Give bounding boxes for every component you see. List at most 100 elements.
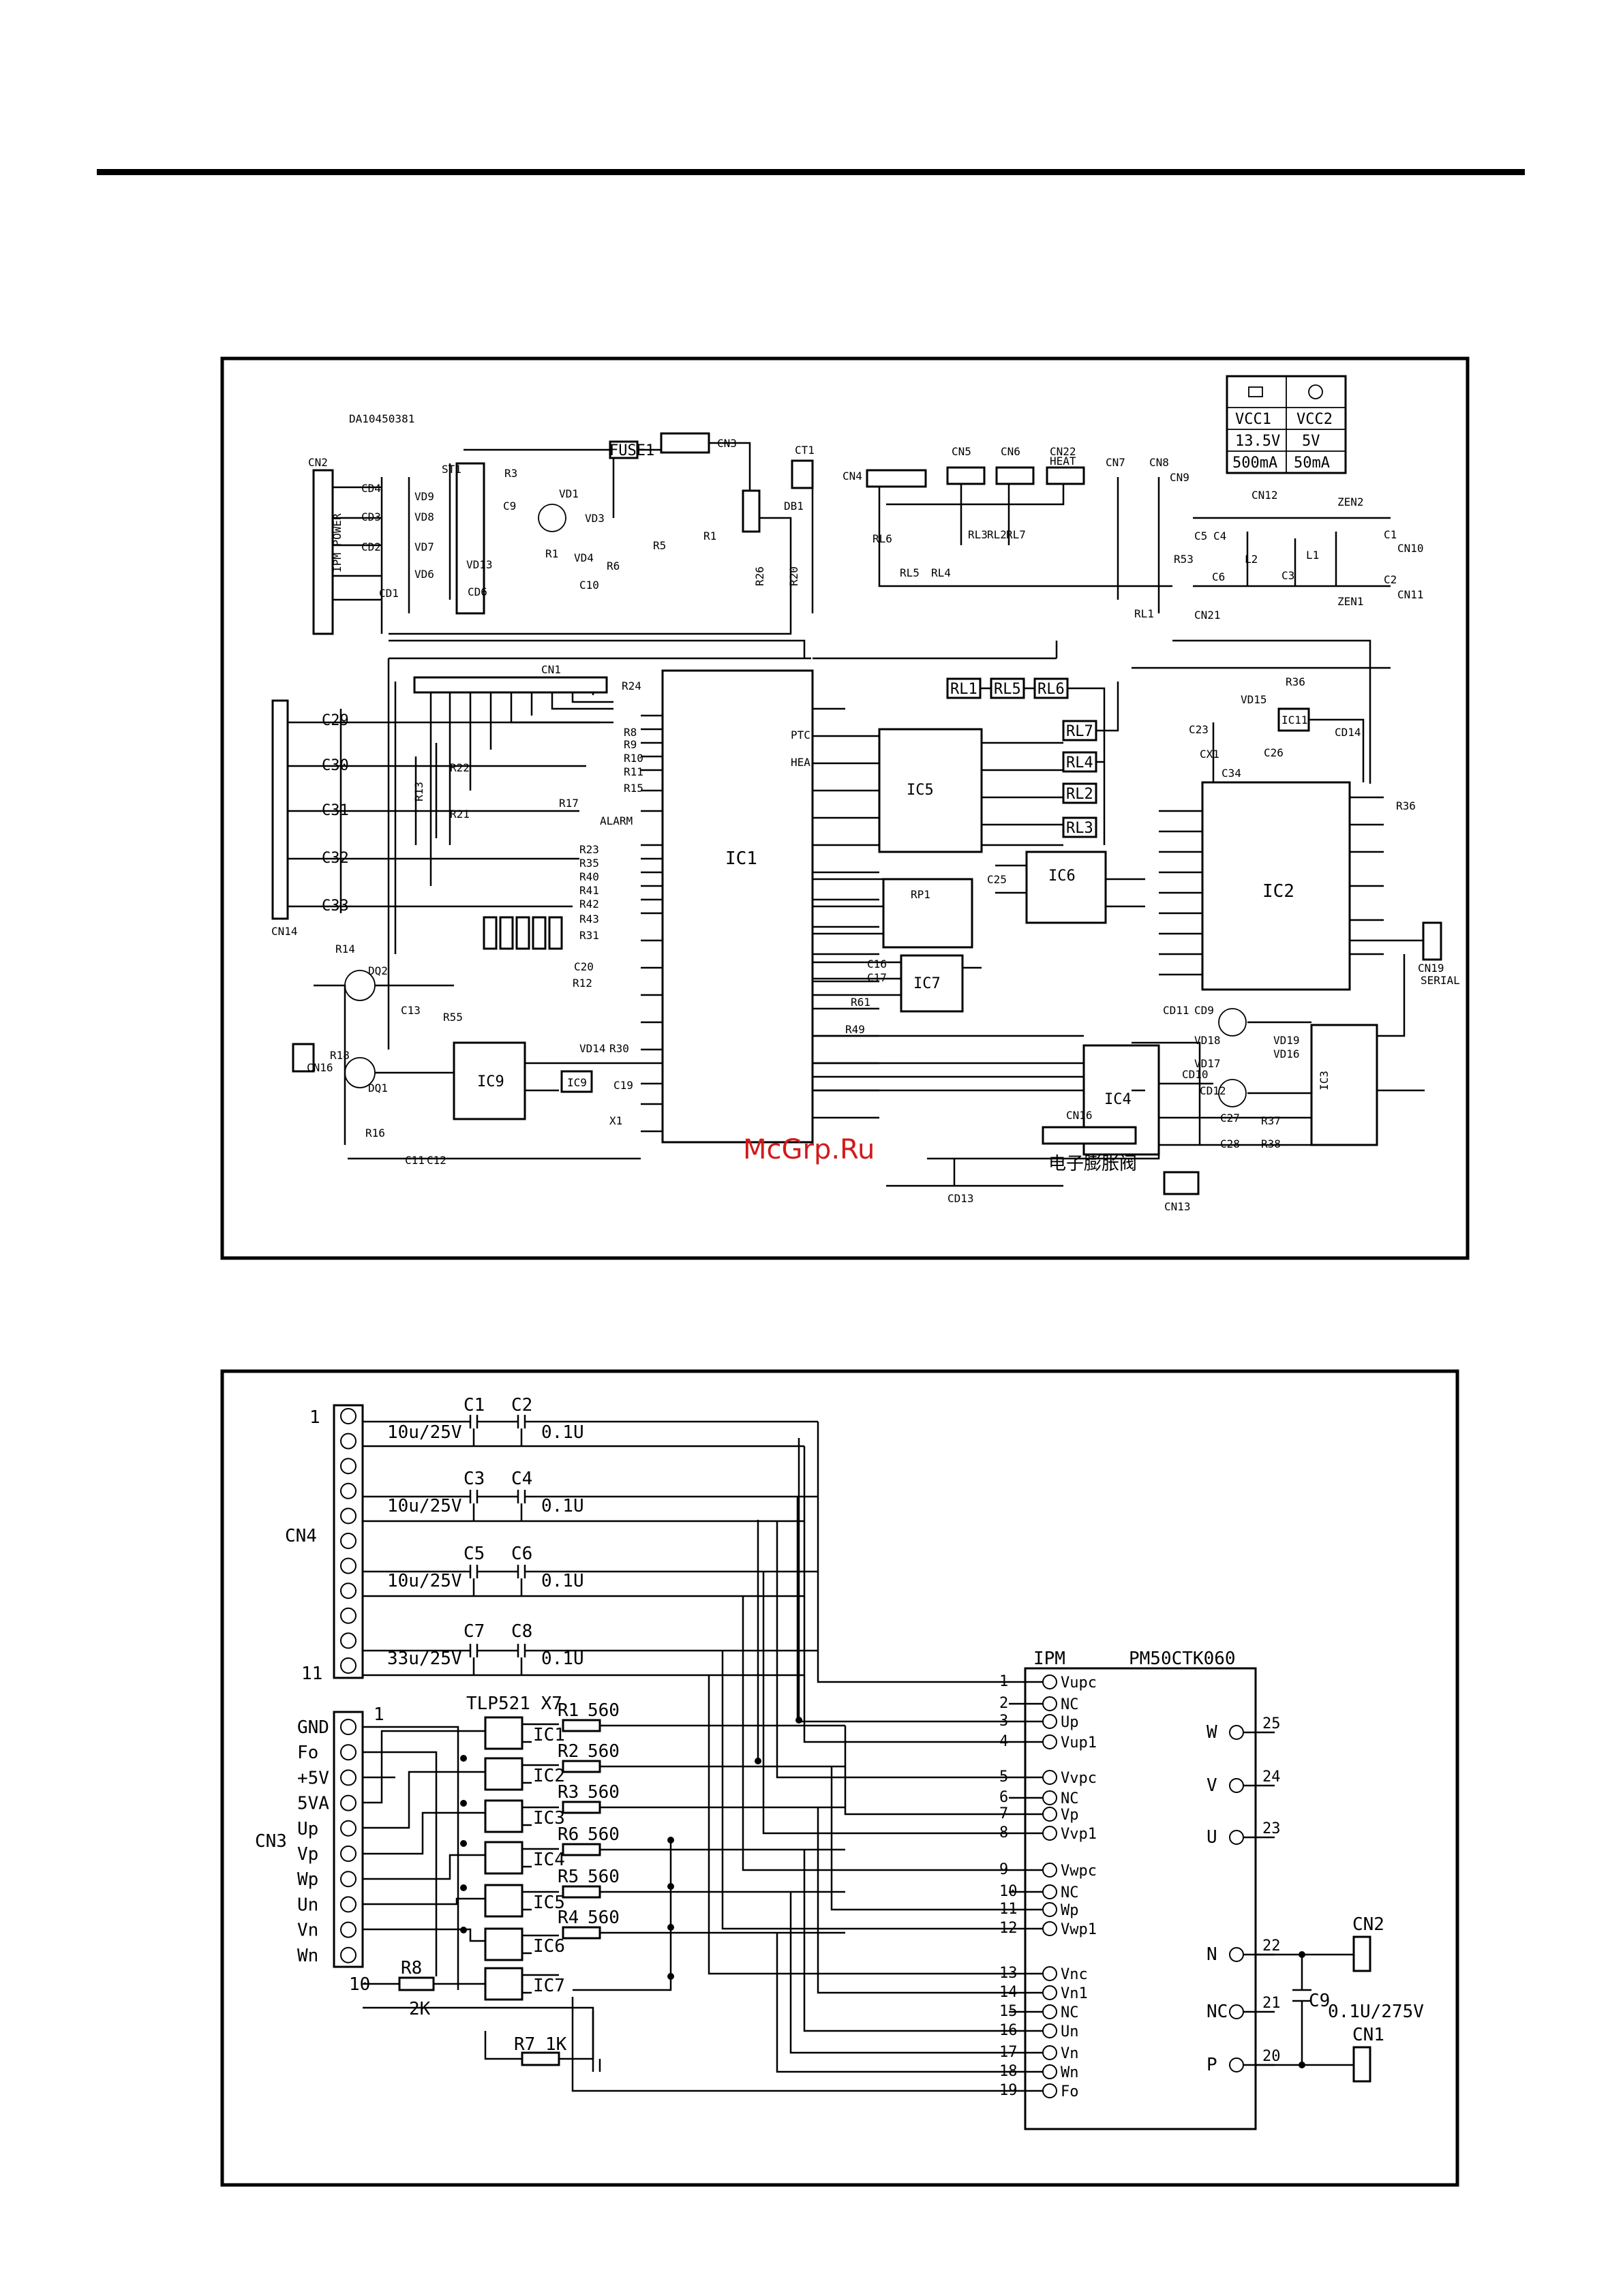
svg-text:C28: C28 <box>1220 1137 1240 1150</box>
ic9-area: IC9 CN16 R14 DQ2 DQ1 R18 R16 C13 R55 C11… <box>292 943 641 1167</box>
cn4-pin <box>340 1607 357 1624</box>
ipm-pin-name: Wp <box>1061 1902 1079 1919</box>
opto-wire <box>522 1764 559 1784</box>
cap-c31: C31 <box>322 802 349 819</box>
svg-text:R3: R3 <box>504 467 517 480</box>
ic7: IC7 R61 C16 C17 <box>813 954 982 1013</box>
signal-wire <box>803 1446 1009 1743</box>
cap-c2-value: 0.1U <box>541 1422 584 1443</box>
ipm-pin-name: Vwpc <box>1061 1863 1097 1880</box>
svg-text:R38: R38 <box>1261 1137 1281 1150</box>
svg-text:RL1: RL1 <box>1134 607 1154 620</box>
svg-text:R16: R16 <box>365 1127 385 1139</box>
ipm-pin <box>1042 2083 1057 2098</box>
vertical-bus <box>573 1438 800 1991</box>
cn2-ipm-power-label: IPM POWER <box>331 513 344 572</box>
ic3-label: IC3 <box>1318 1071 1331 1090</box>
svg-text:R6: R6 <box>607 560 620 572</box>
resistor-body <box>562 1843 601 1856</box>
ipm-right-pin <box>1229 2057 1244 2072</box>
cn4-capacitors: C1 10u/25V C2 0.1U C3 10u/25V C4 0.1U C5… <box>363 1395 818 1677</box>
svg-text:R37: R37 <box>1261 1114 1281 1127</box>
cn4-pin <box>340 1557 357 1574</box>
cn3-opto-wires <box>363 1726 485 1990</box>
ipm-pin-name: NC <box>1061 2004 1079 2021</box>
cn4-connector: 1 11 CN4 <box>285 1404 364 1684</box>
opto-label: IC4 <box>533 1850 565 1870</box>
signal-wire <box>776 1933 1009 2073</box>
vd1-transistor-icon <box>538 504 566 532</box>
svg-text:R24: R24 <box>622 679 641 692</box>
svg-text:CD14: CD14 <box>1335 726 1361 739</box>
signal-wire <box>708 1675 1009 1975</box>
svg-text:RL2: RL2 <box>987 528 1007 541</box>
resistor-body <box>562 1719 601 1732</box>
ic3-area: IC3 CN19 SERIAL CD11 CD9 VD18 VD17 VD19 … <box>1132 921 1460 1150</box>
svg-text:C34: C34 <box>1222 767 1241 780</box>
resistor-body <box>562 1801 601 1814</box>
resistor-bank: R22 R21 R13 R17 R12 C20 <box>394 682 594 990</box>
cn22-heat-label: HEAT <box>1050 455 1076 468</box>
ipm-pin <box>1042 1884 1057 1899</box>
ipm-pin-name: Vup1 <box>1061 1734 1097 1751</box>
board-code: DA10450381 <box>349 412 414 425</box>
ic5: IC5 <box>878 728 1063 853</box>
ic2-label: IC2 <box>1262 881 1294 902</box>
rl2-box <box>1062 782 1097 804</box>
svg-text:CN14: CN14 <box>271 925 298 938</box>
cn13-connector: CN13 <box>1163 1171 1200 1213</box>
resistor-name: R1 <box>558 1700 579 1721</box>
opto-label: IC5 <box>533 1893 565 1913</box>
ic1-pin-r42: R42 <box>579 898 599 910</box>
cn2-bottom-label: CN2 <box>1352 1914 1384 1935</box>
ic5-label: IC5 <box>907 782 934 799</box>
cn1-header: CN1 R24 <box>413 663 641 886</box>
relay-connectors: CN4 CN5 CN6 CN22 HEAT CN7 CN8 CN9 RL6 RL… <box>843 445 1221 622</box>
signal-wire <box>571 1997 1009 2092</box>
junction-dot <box>460 1884 467 1891</box>
svg-text:IC11: IC11 <box>1281 714 1308 726</box>
ipm-title: IPM <box>1033 1649 1065 1669</box>
opto-wire <box>522 1723 559 1743</box>
ipm-pin-number: 6 <box>999 1789 1008 1806</box>
ipm-pin-number: 2 <box>999 1695 1008 1712</box>
opto-body <box>484 1841 524 1875</box>
r7-name: R7 <box>514 2034 535 2055</box>
ipm-right-pin <box>1229 1947 1244 1962</box>
svg-text:CN4: CN4 <box>843 470 862 483</box>
svg-text:CN8: CN8 <box>1149 456 1169 469</box>
cn16-valve-label: 电子膨胀阀 <box>1048 1154 1137 1174</box>
opto-label: IC3 <box>533 1808 565 1828</box>
svg-text:C3: C3 <box>1281 569 1294 582</box>
ipm-pin <box>1042 2064 1057 2079</box>
cn3-pin <box>340 1896 357 1913</box>
opto-body <box>484 1884 524 1918</box>
svg-text:C19: C19 <box>613 1079 633 1092</box>
signal-wire <box>762 1572 1009 1835</box>
ipm-pin <box>1042 2004 1057 2019</box>
ic1-pin-r8: R8 <box>624 726 637 739</box>
cap-c6-value: 0.1U <box>541 1571 584 1591</box>
junction-dot <box>460 1840 467 1847</box>
junction-dot <box>795 1717 802 1724</box>
junction-dot <box>460 1755 467 1762</box>
cn3-pin <box>340 1820 357 1837</box>
bottom-frame <box>220 1369 1459 2187</box>
cap-c5-value: 10u/25V <box>387 1571 462 1591</box>
cn3-pin <box>340 1744 357 1761</box>
cn1-bottom-connector <box>1352 2046 1371 2083</box>
svg-text:CN16: CN16 <box>307 1061 333 1074</box>
ipm-pin <box>1042 1921 1057 1936</box>
power-supply-section: ST1 VD1 R3 VD3 VD4 R1 R6 C10 R5 R1 C9 VD… <box>333 432 815 635</box>
svg-text:CT1: CT1 <box>795 444 815 457</box>
svg-text:R49: R49 <box>845 1023 865 1036</box>
svg-text:CD2: CD2 <box>361 540 381 553</box>
svg-text:CD1: CD1 <box>379 587 399 600</box>
svg-text:C1: C1 <box>1384 528 1397 541</box>
svg-text:R17: R17 <box>559 797 579 810</box>
ic1-pin-r41: R41 <box>579 884 599 897</box>
cap-c1-name: C1 <box>464 1395 485 1415</box>
ipm-pin-name: Vwp1 <box>1061 1921 1097 1938</box>
